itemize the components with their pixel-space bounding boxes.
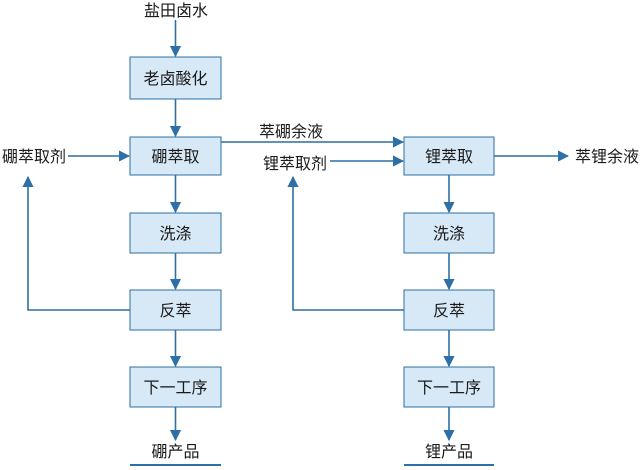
box-acidify: 老卤酸化 [129,56,222,100]
svg-text:锂萃取: 锂萃取 [425,147,473,166]
box-lithium-strip: 反萃 [403,289,495,331]
boron-extractant-label: 硼萃取剂 [2,147,66,166]
box-lithium-next-step: 下一工序 [403,366,495,408]
box-boron-wash: 洗涤 [129,212,222,254]
svg-text:洗涤: 洗涤 [159,224,191,243]
lithium-raffinate-label: 萃锂余液 [575,147,639,166]
lithium-product-label: 锂产品 [425,442,473,461]
box-boron-strip: 反萃 [129,289,222,331]
box-lithium-extract: 锂萃取 [403,136,495,176]
svg-text:老卤酸化: 老卤酸化 [143,69,207,88]
box-boron-extract: 硼萃取 [129,136,222,176]
box-lithium-wash: 洗涤 [403,212,495,254]
edge-boron-strip-recycle [22,175,130,311]
lithium-extractant-label: 锂萃取剂 [263,154,327,173]
boron-product-label: 硼产品 [151,442,199,461]
box-boron-next-step: 下一工序 [129,366,222,408]
input-brine-label: 盐田卤水 [144,1,208,20]
svg-text:下一工序: 下一工序 [143,378,207,397]
svg-text:下一工序: 下一工序 [417,378,481,397]
svg-text:反萃: 反萃 [159,301,191,320]
edge-lithium-strip-recycle [287,175,404,311]
svg-text:硼萃取: 硼萃取 [151,147,199,166]
svg-text:反萃: 反萃 [433,301,465,320]
boron-raffinate-label: 萃硼余液 [259,122,323,141]
svg-text:洗涤: 洗涤 [433,224,465,243]
